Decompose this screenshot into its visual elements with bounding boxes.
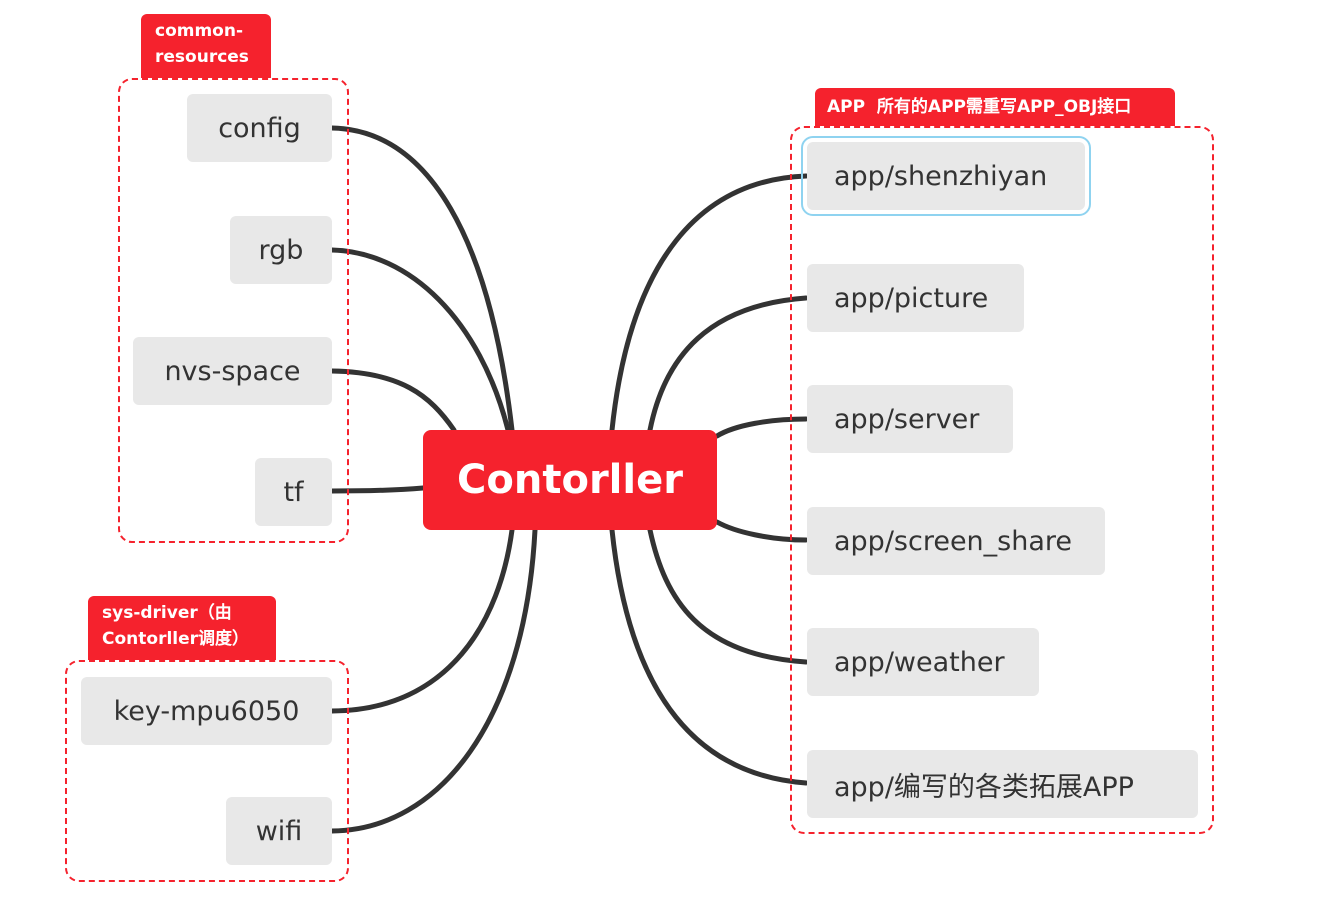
connector-rgb xyxy=(329,247,511,433)
connector-nvs-space xyxy=(329,368,457,433)
connector-config xyxy=(329,125,515,433)
node-nvs-space[interactable]: nvs-space xyxy=(133,337,332,405)
node-app-shenzhiyan-label: app/shenzhiyan xyxy=(834,160,1048,192)
group-sys-driver xyxy=(65,660,349,882)
group-tag-sys-driver: sys-driver（由 Contorller调度） xyxy=(88,596,276,660)
node-app-screen-share[interactable]: app/screen_share xyxy=(807,507,1105,575)
connector-app-picture xyxy=(647,295,809,433)
connector-app-shenzhiyan xyxy=(609,173,809,433)
connector-app-server xyxy=(714,416,809,439)
node-key-mpu6050-label: key-mpu6050 xyxy=(113,695,300,727)
node-app-extension[interactable]: app/编写的各类拓展APP xyxy=(807,750,1198,818)
group-tag-common-resources: common- resources xyxy=(141,14,271,78)
node-app-weather[interactable]: app/weather xyxy=(807,628,1039,696)
central-node-label: Contorller xyxy=(457,457,683,503)
node-app-picture[interactable]: app/picture xyxy=(807,264,1024,332)
node-rgb-label: rgb xyxy=(258,234,304,266)
node-app-server-label: app/server xyxy=(834,403,980,435)
connector-app-screen-share xyxy=(714,519,809,543)
node-wifi-label: wifi xyxy=(255,815,303,847)
node-config[interactable]: config xyxy=(187,94,332,162)
connector-key-mpu6050 xyxy=(329,527,515,714)
connector-app-weather xyxy=(647,527,809,665)
node-app-picture-label: app/picture xyxy=(834,282,989,314)
node-rgb[interactable]: rgb xyxy=(230,216,332,284)
node-app-server[interactable]: app/server xyxy=(807,385,1013,453)
node-wifi[interactable]: wifi xyxy=(226,797,332,865)
group-app xyxy=(790,126,1214,834)
group-common-resources xyxy=(118,78,349,543)
node-nvs-space-label: nvs-space xyxy=(164,355,301,387)
node-tf-label: tf xyxy=(283,476,304,508)
node-config-label: config xyxy=(218,112,301,144)
connector-wifi xyxy=(329,527,538,834)
node-tf[interactable]: tf xyxy=(255,458,332,526)
connector-tf xyxy=(329,485,426,494)
connector-app-extension xyxy=(609,527,809,786)
node-key-mpu6050[interactable]: key-mpu6050 xyxy=(81,677,332,745)
node-app-extension-label: app/编写的各类拓展APP xyxy=(834,771,1134,803)
node-app-screen-share-label: app/screen_share xyxy=(834,525,1073,557)
group-tag-app: APP 所有的APP需重写APP_OBJ接口 xyxy=(815,88,1175,126)
node-app-weather-label: app/weather xyxy=(834,646,1005,678)
node-app-shenzhiyan[interactable]: app/shenzhiyan xyxy=(801,136,1091,216)
central-node-controller[interactable]: Contorller xyxy=(423,430,717,530)
